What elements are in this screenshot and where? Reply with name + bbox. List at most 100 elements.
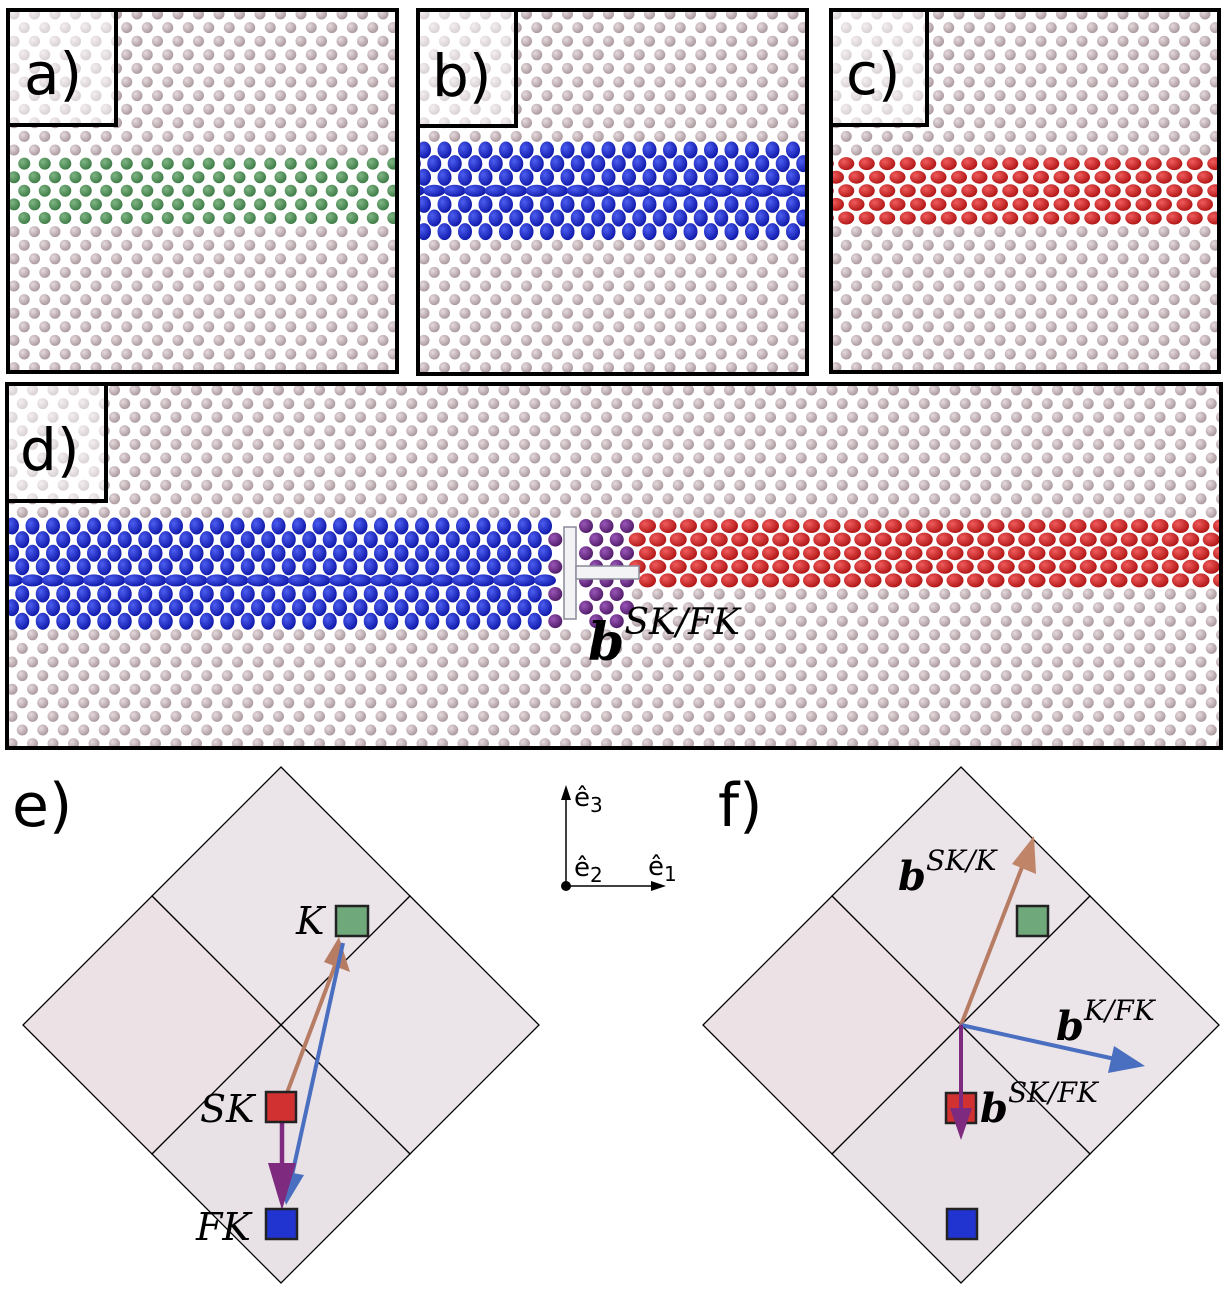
blue-atom: [704, 141, 718, 159]
lattice-atom: [662, 411, 674, 423]
lattice-atom: [275, 144, 286, 156]
lattice-atom: [654, 49, 666, 61]
lattice-atom: [211, 438, 223, 450]
lattice-atom: [1168, 294, 1180, 306]
lattice-atom: [346, 22, 358, 34]
blue-atom: [179, 585, 194, 603]
blue-atom: [240, 558, 255, 576]
lattice-atom: [746, 11, 758, 20]
red-atom: [1038, 532, 1056, 547]
lattice-atom: [365, 479, 377, 491]
lattice-atom: [713, 724, 725, 736]
lattice-atom: [908, 466, 920, 478]
lattice-atom: [683, 683, 694, 695]
lattice-atom: [560, 683, 571, 695]
lattice-atom: [119, 642, 131, 654]
lattice-atom: [1209, 103, 1218, 115]
lattice-atom: [160, 670, 172, 682]
blue-atom: [724, 223, 739, 241]
lattice-atom: [918, 642, 930, 654]
lattice-atom: [1000, 452, 1012, 464]
red-atom: [869, 170, 885, 184]
lattice-atom: [1072, 411, 1084, 423]
lattice-atom: [644, 362, 655, 373]
lattice-atom: [1144, 452, 1156, 464]
lattice-atom: [416, 493, 428, 505]
lattice-atom: [892, 144, 903, 156]
lattice-atom: [273, 656, 284, 668]
lattice-atom: [80, 239, 92, 251]
lattice-atom: [603, 117, 614, 129]
red-atom: [772, 532, 790, 547]
blue-atom: [117, 558, 132, 576]
red-atom: [879, 211, 896, 225]
lattice-atom: [119, 670, 131, 682]
lattice-atom: [570, 398, 582, 410]
lattice-atom: [892, 253, 903, 265]
red-atom: [1186, 184, 1203, 198]
red-atom: [1125, 184, 1142, 198]
blue-atom: [363, 585, 378, 603]
lattice-atom: [336, 90, 348, 102]
lattice-atom: [592, 348, 604, 360]
blue-atom: [458, 195, 472, 213]
lattice-atom: [1175, 466, 1186, 478]
red-atom: [741, 519, 759, 533]
lattice-atom: [652, 642, 664, 654]
lattice-atom: [713, 398, 725, 410]
lattice-atom: [90, 307, 102, 319]
lattice-atom: [836, 425, 848, 437]
lattice-atom: [326, 49, 338, 61]
lattice-atom: [283, 697, 295, 709]
lattice-atom: [892, 334, 903, 346]
lattice-atom: [551, 348, 563, 360]
lattice-atom: [152, 253, 163, 265]
lattice-atom: [775, 670, 787, 682]
lattice-atom: [213, 226, 225, 238]
lattice-atom: [326, 239, 338, 251]
lattice-atom: [490, 348, 502, 360]
lattice-atom: [621, 493, 633, 505]
lattice-atom: [264, 130, 276, 142]
lattice-atom: [1011, 466, 1022, 478]
lattice-atom: [508, 452, 520, 464]
red-atom: [930, 170, 947, 184]
lattice-atom: [1209, 239, 1218, 251]
lattice-atom: [426, 398, 438, 410]
lattice-atom: [902, 239, 914, 251]
lattice-atom: [795, 588, 807, 600]
lattice-atom: [818, 104, 829, 115]
blue-atom: [370, 574, 392, 587]
lattice-atom: [1072, 466, 1084, 478]
lattice-atom: [959, 588, 971, 600]
lattice-atom: [1052, 656, 1063, 668]
lattice-atom: [429, 0, 440, 6]
lattice-atom: [674, 266, 686, 278]
lattice-atom: [111, 144, 122, 156]
lattice-atom: [252, 438, 264, 450]
lattice-atom: [746, 280, 758, 292]
lattice-atom: [1107, 22, 1119, 34]
lattice-atom: [898, 479, 910, 491]
lattice-atom: [1158, 117, 1170, 129]
lattice-atom: [293, 493, 305, 505]
lattice-atom: [172, 307, 184, 319]
lattice-atom: [273, 466, 284, 478]
lattice-atom: [652, 752, 663, 763]
lattice-atom: [39, 348, 51, 360]
lattice-atom: [221, 724, 233, 736]
lattice-atom: [785, 385, 797, 396]
lattice-atom: [1076, 307, 1088, 319]
lattice-atom: [357, 90, 368, 102]
blue-atom: [437, 223, 452, 241]
lattice-atom: [416, 466, 428, 478]
lattice-atom: [88, 656, 100, 668]
lattice-atom: [1168, 266, 1180, 278]
lattice-atom: [1134, 602, 1145, 614]
green-atom: [28, 171, 41, 184]
lattice-atom: [1199, 11, 1211, 20]
lattice-atom: [500, 280, 512, 292]
blue-atom: [384, 612, 399, 630]
lattice-atom: [529, 697, 541, 709]
lattice-atom: [150, 656, 161, 668]
